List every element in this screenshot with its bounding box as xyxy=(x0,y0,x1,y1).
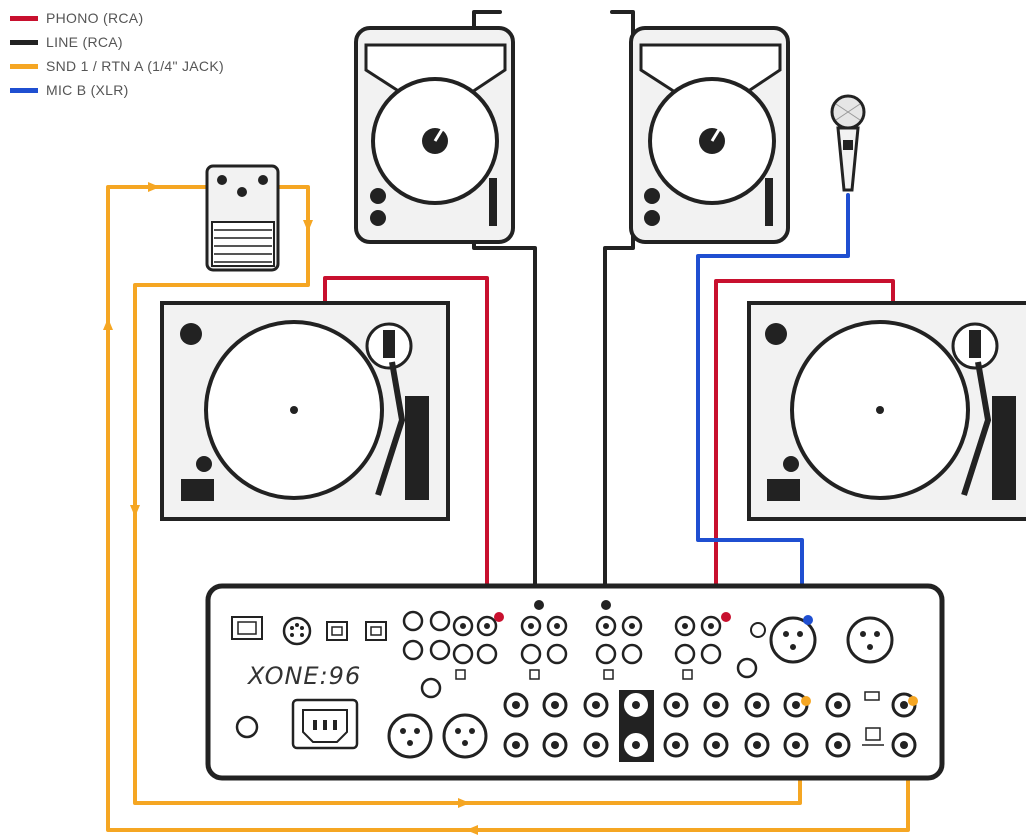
cables xyxy=(103,10,910,835)
iec-power-inlet xyxy=(291,698,359,750)
mic-trim-knob xyxy=(736,657,758,679)
turntable-left xyxy=(160,301,450,521)
line-cable-right-cdj xyxy=(603,10,635,597)
jack-arrow-1 xyxy=(148,182,160,192)
line-cable-left-cdj xyxy=(472,10,537,597)
cd-player-left xyxy=(354,26,515,244)
legend-swatch-jack xyxy=(10,63,38,69)
cd-player-right xyxy=(629,26,790,244)
phono-plug-right xyxy=(721,612,731,622)
jack-arrow-6 xyxy=(466,825,478,835)
rca-centres xyxy=(460,623,714,629)
jack-cable-return-inner xyxy=(133,185,802,805)
jack-arrow-4 xyxy=(130,505,140,517)
legend-item-line: LINE (RCA) xyxy=(10,30,224,54)
mixer-rear-panel: XONE:96 xyxy=(205,583,945,781)
legend-swatch-phono xyxy=(10,15,38,21)
xlr-input-a xyxy=(846,616,894,664)
microphone-icon xyxy=(830,94,866,192)
legend-label-phono: PHONO (RCA) xyxy=(46,10,144,26)
mic-gain-knob xyxy=(750,622,766,638)
jack-arrow-3 xyxy=(103,318,113,330)
mixer-logo: XONE:96 xyxy=(246,662,361,690)
computer-icon xyxy=(865,727,881,741)
power-switch xyxy=(235,715,259,739)
effect-pedal xyxy=(205,164,280,272)
usb-port-1 xyxy=(326,621,348,641)
line-plug-left xyxy=(534,600,544,610)
input-switches xyxy=(455,669,693,680)
legend-swatch-mic xyxy=(10,87,38,93)
legend-label-mic: MIC B (XLR) xyxy=(46,82,129,98)
mic-cable xyxy=(696,193,850,600)
legend-item-phono: PHONO (RCA) xyxy=(10,6,224,30)
jack-arrow-2 xyxy=(303,220,313,232)
legend-swatch-line xyxy=(10,39,38,45)
highlighted-jack-column xyxy=(619,690,654,762)
legend-label-jack: SND 1 / RTN A (1/4" JACK) xyxy=(46,58,224,74)
xlr-input-b xyxy=(769,616,817,664)
send-plug xyxy=(801,696,811,706)
usb-port-2 xyxy=(365,621,387,641)
line-plug-right xyxy=(601,600,611,610)
legend-item-jack: SND 1 / RTN A (1/4" JACK) xyxy=(10,54,224,78)
mic-plug xyxy=(803,615,813,625)
return-plug xyxy=(908,696,918,706)
xlr-master-out-r xyxy=(442,713,488,759)
phono-plug-left xyxy=(494,612,504,622)
xlr-master-out-l xyxy=(387,713,433,759)
jack-centres xyxy=(512,701,908,749)
jack-arrow-5 xyxy=(458,798,470,808)
legend-label-line: LINE (RCA) xyxy=(46,34,123,50)
legend: PHONO (RCA) LINE (RCA) SND 1 / RTN A (1/… xyxy=(10,6,224,102)
jack-cable-send-outer xyxy=(106,185,910,832)
ethernet-port xyxy=(231,616,263,640)
usb-icon xyxy=(864,691,880,701)
ground-screw xyxy=(420,677,442,699)
legend-item-mic: MIC B (XLR) xyxy=(10,78,224,102)
midi-port xyxy=(282,616,312,646)
turntable-right xyxy=(747,301,1026,521)
phono-cable-left xyxy=(323,276,489,600)
phono-cable-right xyxy=(714,279,895,600)
